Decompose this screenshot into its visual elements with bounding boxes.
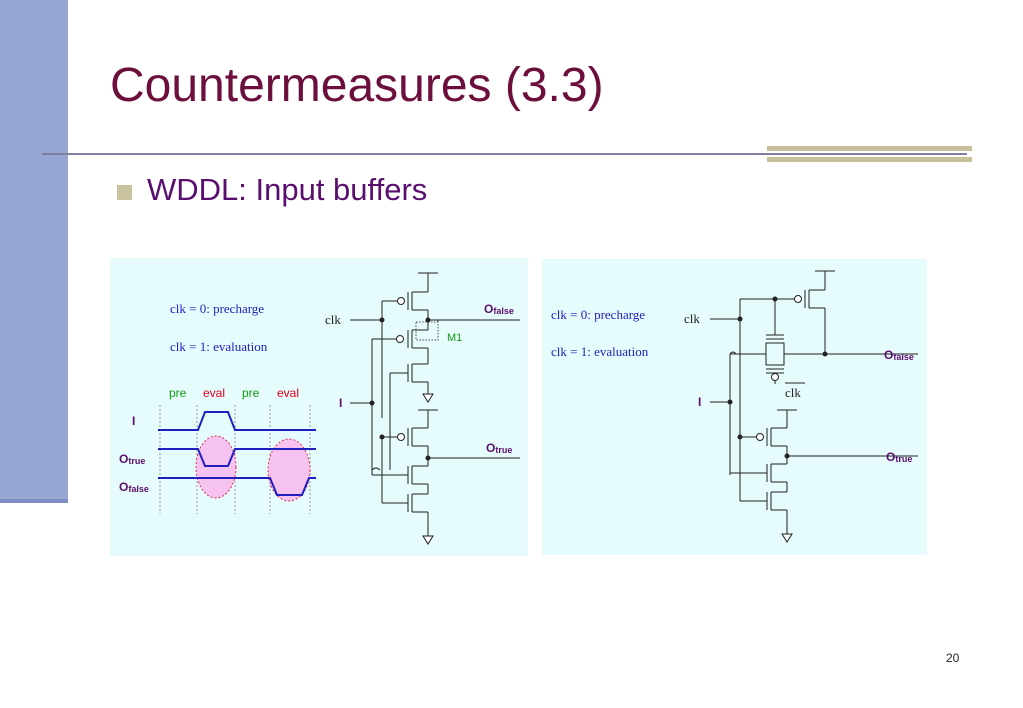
left-clk-label: clk bbox=[325, 312, 341, 327]
right-out-true-label: Otrue bbox=[886, 450, 912, 464]
bullet-text: WDDL: Input buffers bbox=[147, 172, 428, 207]
title-rule bbox=[42, 153, 967, 155]
signal-label-input: I bbox=[132, 414, 135, 428]
right-input-label: I bbox=[698, 395, 701, 409]
right-out-false-label: Ofalse bbox=[884, 348, 914, 362]
slide-title: Countermeasures (3.3) bbox=[110, 59, 604, 112]
title-rule-decoration-bottom bbox=[767, 157, 972, 162]
phase-label-pre-2: pre bbox=[242, 386, 260, 400]
waveform-input bbox=[158, 411, 316, 431]
left-legend-evaluation: clk = 1: evaluation bbox=[170, 339, 268, 354]
left-legend-precharge: clk = 0: precharge bbox=[170, 301, 264, 316]
right-legend-precharge: clk = 0: precharge bbox=[551, 307, 645, 322]
signal-label-o-true: Otrue bbox=[119, 452, 145, 466]
right-clk-label: clk bbox=[684, 311, 700, 326]
left-out-true-label: Otrue bbox=[486, 441, 512, 455]
phase-label-eval-1: eval bbox=[203, 386, 225, 400]
left-input-label: I bbox=[339, 396, 342, 410]
left-diagram-panel bbox=[110, 258, 528, 556]
sidebar-accent-edge bbox=[0, 499, 68, 503]
right-legend-evaluation: clk = 1: evaluation bbox=[551, 344, 649, 359]
right-circuit bbox=[710, 270, 918, 528]
right-circuit-junctions bbox=[727, 296, 828, 459]
right-clk-bar-label: clk bbox=[785, 385, 801, 400]
sidebar-accent bbox=[0, 0, 68, 503]
page-number: 20 bbox=[946, 651, 960, 665]
m1-label: M1 bbox=[447, 332, 462, 344]
left-out-false-label: Ofalse bbox=[484, 302, 514, 316]
title-rule-decoration-top bbox=[767, 146, 972, 151]
phase-label-pre-1: pre bbox=[169, 386, 187, 400]
eval-highlight-2 bbox=[267, 438, 311, 502]
left-circuit bbox=[350, 272, 520, 530]
right-diagram-panel bbox=[542, 259, 927, 555]
waveform-o-false bbox=[158, 477, 316, 496]
left-circuit-junctions bbox=[369, 317, 431, 461]
phase-label-eval-2: eval bbox=[277, 386, 299, 400]
bullet-marker bbox=[117, 185, 132, 200]
waveform-o-true bbox=[158, 448, 316, 467]
signal-label-o-false: Ofalse bbox=[119, 480, 149, 494]
